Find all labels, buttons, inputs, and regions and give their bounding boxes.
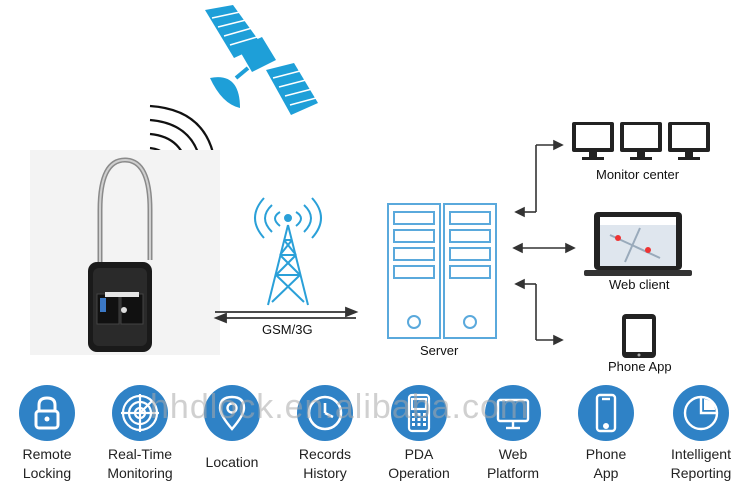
server-label: Server (420, 343, 459, 358)
monitor-center-label: Monitor center (596, 167, 680, 182)
watermark-text: hhdlock.en.alibaba.com (150, 388, 530, 426)
feature-label-line2: Locking (22, 465, 72, 481)
feature-location: Location (187, 385, 277, 472)
feature-label-line2: Platform (486, 465, 540, 481)
satellite-icon (205, 5, 318, 115)
phone-icon (595, 393, 617, 433)
monitor-center-icon (572, 122, 710, 160)
feature-label-line1: Location (205, 454, 259, 470)
pda-icon (407, 393, 431, 433)
feature-label-line1: Records (298, 446, 352, 462)
monitor-icon (496, 398, 530, 430)
feature-label-line1: Web (498, 446, 528, 462)
laptop-icon (584, 212, 692, 276)
server-branch-arrows (512, 139, 576, 346)
cell-tower-icon (254, 197, 322, 306)
feature-label-line2: Reporting (670, 465, 732, 481)
gsm-link-arrows (213, 306, 359, 324)
feature-pda-operation: PDA Operation (374, 385, 464, 483)
feature-label-line2: App (593, 465, 619, 481)
phone-app-label: Phone App (608, 359, 672, 374)
gps-padlock-device (88, 262, 152, 352)
feature-label-line2: Monitoring (107, 465, 173, 481)
web-client-label: Web client (609, 277, 670, 292)
location-pin-icon (218, 395, 246, 431)
feature-label-line1: PDA (404, 446, 434, 462)
gsm-label: GSM/3G (262, 322, 313, 337)
feature-label-line1: Phone (585, 446, 627, 462)
feature-label-line1: Real-Time (107, 446, 173, 462)
feature-label-line1: Remote (22, 446, 72, 462)
clock-icon (307, 395, 343, 431)
server-icon (387, 203, 497, 339)
feature-label-line2: Operation (388, 465, 450, 481)
phone-device-icon (622, 314, 656, 358)
feature-label-line2: History (303, 465, 347, 481)
feature-label-line1: Intelligent (671, 446, 731, 462)
padlock-icon (34, 396, 60, 430)
radar-icon (121, 394, 159, 432)
pie-chart-icon (683, 395, 719, 431)
